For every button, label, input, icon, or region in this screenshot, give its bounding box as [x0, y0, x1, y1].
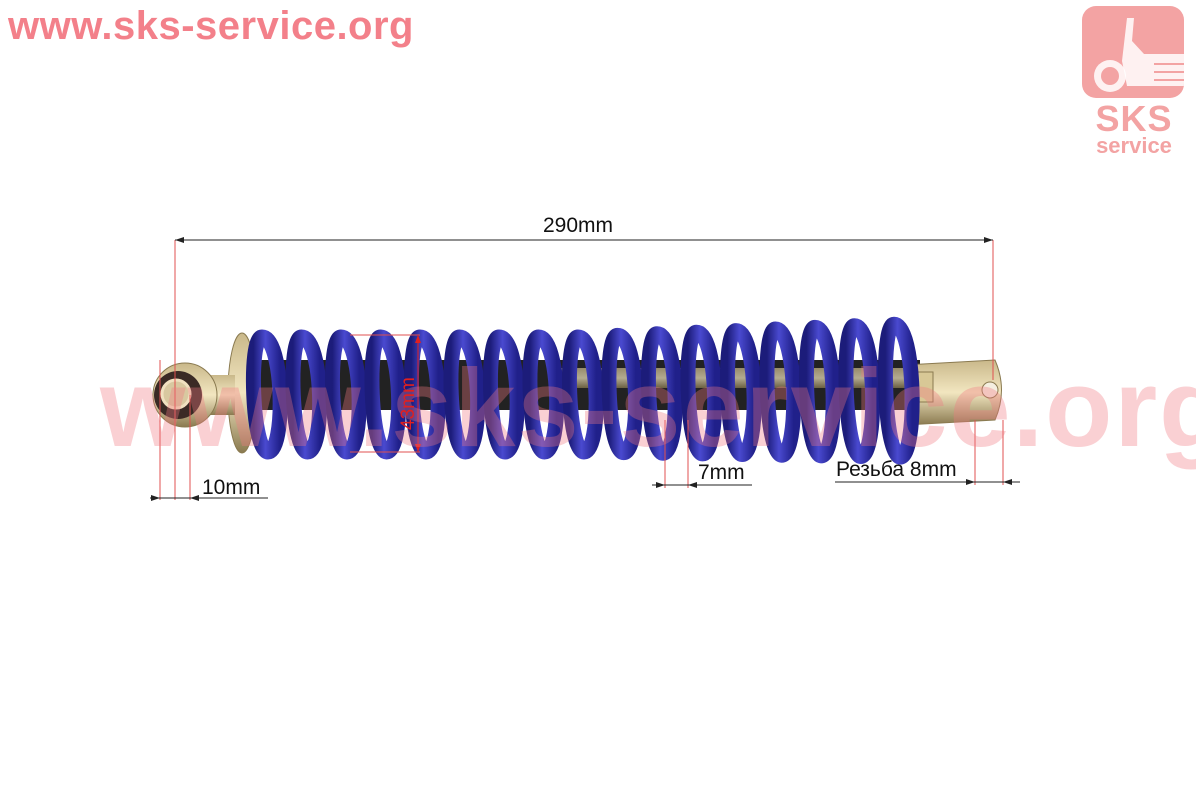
spring-coil — [561, 329, 604, 460]
spring-coil — [640, 326, 683, 461]
spring-coils — [245, 316, 920, 465]
spring-coil — [403, 329, 446, 460]
scooter-icon — [1082, 6, 1184, 98]
logo-sks: SKS — [1095, 98, 1173, 139]
watermark-url: www.sks-service.org — [8, 4, 414, 48]
spring-coil — [285, 329, 328, 460]
spring-coil — [719, 323, 762, 463]
spring-coil — [324, 329, 367, 460]
spring-coil — [798, 319, 841, 464]
spring-coil — [245, 329, 288, 460]
spring-diameter-label: 43mm — [398, 377, 419, 430]
spring-coil — [482, 329, 525, 460]
spring-coil — [443, 329, 486, 460]
coil-wire-label: 7mm — [698, 461, 745, 484]
thread-label: Резьба 8mm — [836, 458, 957, 481]
watermark-center: www.sks-service.org — [100, 347, 1196, 470]
spring-coil — [759, 321, 802, 463]
spring-coil — [522, 329, 565, 460]
logo-service: service — [1096, 133, 1172, 158]
sks-service-logo: SKS service — [1082, 6, 1186, 158]
spring-coil — [877, 316, 920, 465]
length-label: 290mm — [543, 214, 614, 237]
eye-width-label: 10mm — [202, 476, 261, 499]
spring-coil — [838, 318, 881, 464]
spring-coil — [601, 327, 644, 461]
spring-coil — [680, 324, 723, 462]
